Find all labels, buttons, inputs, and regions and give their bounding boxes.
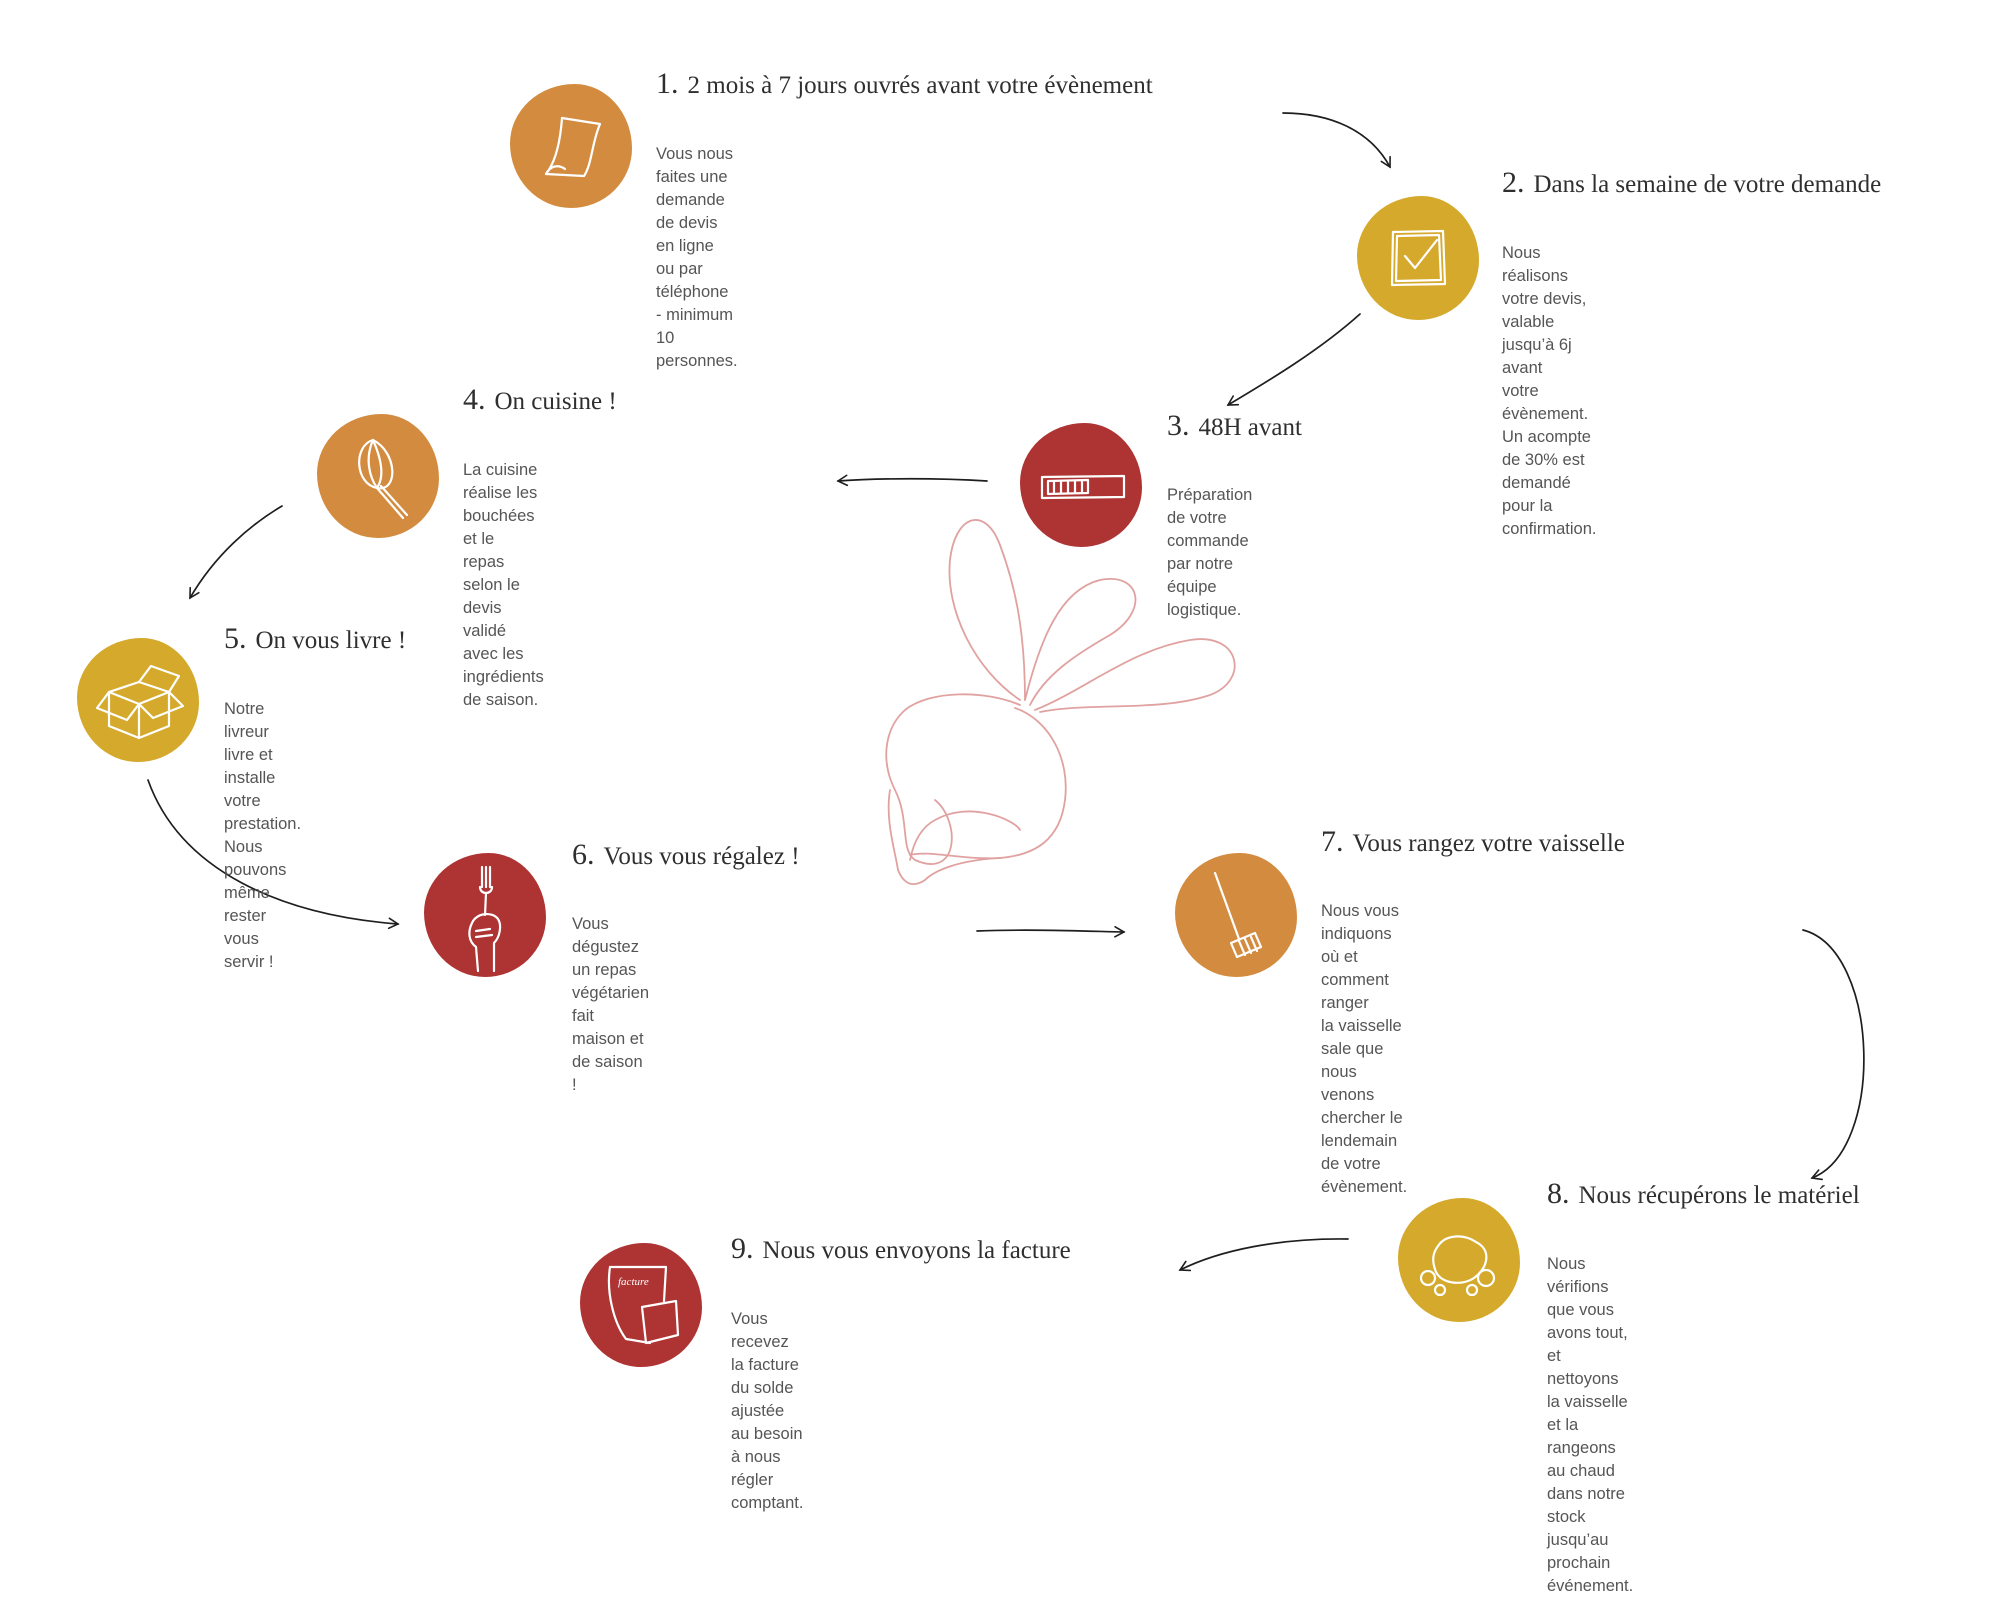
step-description-line: Nous réalisons votre devis, valable jusq…: [1502, 244, 1587, 377]
step-title-text: Nous récupérons le matériel: [1578, 1182, 1860, 1209]
step-title-text: Nous vous envoyons la facture: [762, 1237, 1071, 1264]
step-description: Nous vous indiquons où et comment ranger…: [1321, 900, 1407, 1199]
arrow-1-to-2: [1282, 112, 1391, 169]
step-number: 5.: [224, 622, 247, 655]
step-title-text: 2 mois à 7 jours ouvrés avant votre évèn…: [687, 72, 1153, 99]
step-description: Nous vérifions que vous avons tout, et n…: [1547, 1253, 1633, 1598]
step-title: 3. 48H avant: [1167, 409, 1302, 443]
step-title: 6. Vous vous régalez !: [572, 838, 800, 872]
box-badge: [77, 638, 199, 762]
step-title: 4. On cuisine !: [463, 383, 617, 417]
step-title: 5. On vous livre !: [224, 622, 406, 656]
step-description-line: Vous dégustez un repas: [572, 915, 639, 979]
checkbox-badge: [1357, 196, 1479, 320]
step-description-line: par notre équipe logistique.: [1167, 555, 1242, 619]
step-title: 9. Nous vous envoyons la facture: [731, 1232, 1071, 1266]
step-description-line: repas selon le devis validé avec les: [463, 553, 524, 663]
invoice-badge: facture: [580, 1243, 702, 1367]
step-title-text: On cuisine !: [494, 388, 617, 415]
fork-hand-badge: [424, 853, 546, 977]
paper-icon: [544, 116, 602, 178]
step-description-line: la vaisselle sale que nous venons cherch…: [1321, 1017, 1403, 1127]
invoice-label: facture: [618, 1276, 649, 1288]
step-description-line: stock jusqu’au prochain événement.: [1547, 1508, 1634, 1595]
step-number: 1.: [656, 67, 679, 100]
step-description-line: pouvons même rester vous servir !: [224, 861, 287, 971]
step-description-line: végétarien fait maison et de saison !: [572, 984, 650, 1094]
step-description-line: votre évènement. Un acompte de 30% est d…: [1502, 382, 1591, 492]
arrow-3-to-4: [836, 474, 988, 487]
box-icon: [95, 664, 185, 740]
arrow-7-to-8: [1802, 929, 1865, 1181]
step-description: Nous réalisons votre devis, valable jusq…: [1502, 242, 1596, 541]
step-title: 1. 2 mois à 7 jours ouvrés avant votre év…: [656, 67, 1153, 101]
step-description-line: Nous vous indiquons où et comment ranger: [1321, 902, 1399, 1012]
step-number: 7.: [1321, 825, 1344, 858]
fork-hand-icon: [468, 865, 502, 973]
arrow-5-to-6: [147, 779, 400, 930]
arrow-8-to-9: [1178, 1238, 1349, 1272]
step-description-line: Vous recevez la facture du solde ajustée: [731, 1310, 799, 1420]
step-description-line: lendemain de votre évènement.: [1321, 1132, 1408, 1196]
step-title-text: On vous livre !: [255, 627, 407, 654]
step-title-text: Vous rangez votre vaisselle: [1352, 830, 1625, 857]
step-title-text: Vous vous régalez !: [603, 843, 800, 870]
step-description-line: ou par téléphone - minimum 10 personnes.: [656, 260, 738, 370]
step-title-text: Dans la semaine de votre demande: [1533, 171, 1882, 198]
step-description-line: Notre livreur livre et installe votre pr…: [224, 700, 302, 856]
step-description-line: pour la confirmation.: [1502, 497, 1597, 538]
step-description-line: La cuisine réalise les bouchées et le: [463, 461, 538, 548]
step-description: Vous recevez la facture du solde ajustée…: [731, 1308, 803, 1515]
step-description: Notre livreur livre et installe votre pr…: [224, 698, 301, 974]
step-title: 8. Nous récupérons le matériel: [1547, 1177, 1860, 1211]
step-number: 3.: [1167, 409, 1190, 442]
step-title-text: 48H avant: [1198, 414, 1302, 441]
sponge-badge: [1398, 1198, 1520, 1322]
step-description-line: Nous vérifions que vous avons tout, et n…: [1547, 1255, 1628, 1388]
step-description: Vous nous faites une demande de devis en…: [656, 143, 738, 373]
step-number: 6.: [572, 838, 595, 871]
step-description-line: au besoin à nous régler comptant.: [731, 1425, 804, 1512]
arrow-4-to-5: [189, 505, 283, 600]
step-number: 2.: [1502, 166, 1525, 199]
step-number: 8.: [1547, 1177, 1570, 1210]
invoice-icon: facture: [607, 1265, 680, 1345]
checkbox-icon: [1390, 229, 1447, 287]
beet-illustration: [885, 519, 1236, 885]
step-description-line: ingrédients de saison.: [463, 668, 544, 709]
sponge-icon: [1419, 1235, 1496, 1297]
step-number: 4.: [463, 383, 486, 416]
mop-icon: [1213, 871, 1263, 959]
whisk-badge: [317, 414, 439, 538]
step-number: 9.: [731, 1232, 754, 1265]
mop-badge: [1175, 853, 1297, 977]
arrow-2-to-3: [1226, 313, 1361, 406]
step-description-line: Préparation de votre commande: [1167, 486, 1253, 550]
step-description-line: la vaisselle et la rangeons au chaud dan…: [1547, 1393, 1628, 1503]
arrow-6-to-7: [976, 925, 1126, 938]
step-description-line: Vous nous faites une demande de devis en…: [656, 145, 734, 255]
step-title: 7. Vous rangez votre vaisselle: [1321, 825, 1625, 859]
connector-layer: [147, 112, 1865, 1272]
whisk-icon: [358, 438, 409, 520]
container-icon: [1040, 474, 1126, 500]
step-title: 2. Dans la semaine de votre demande: [1502, 166, 1881, 200]
container-badge: [1020, 423, 1142, 547]
paper-badge: [510, 84, 632, 208]
